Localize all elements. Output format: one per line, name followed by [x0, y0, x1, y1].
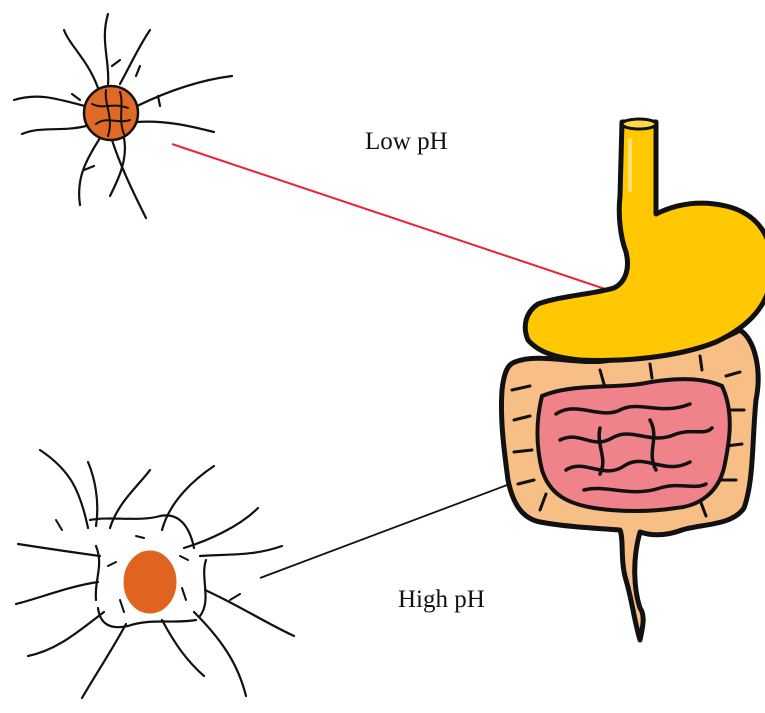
swollen-hydrogel-particle [16, 450, 294, 698]
collapsed-hydrogel-particle [14, 14, 232, 218]
esophagus-opening [622, 119, 656, 129]
stomach [525, 119, 765, 360]
small-intestine [538, 379, 730, 511]
low-ph-label: Low pH [365, 128, 448, 156]
low-ph-arrow [172, 144, 632, 298]
swollen-core [124, 551, 176, 613]
high-ph-label: High pH [398, 586, 485, 614]
collapsed-core [84, 86, 138, 140]
